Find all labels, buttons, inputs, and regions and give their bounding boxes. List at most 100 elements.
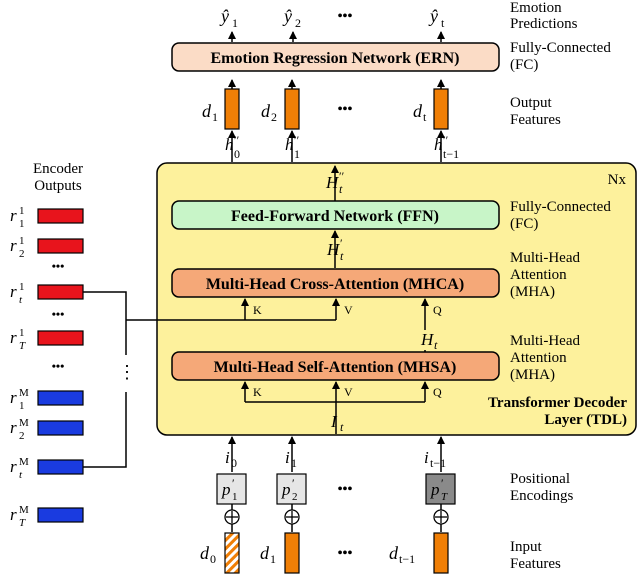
- H-t-prime: H ′ t: [326, 236, 344, 263]
- encoder-outputs-label-line1: Encoder: [33, 161, 83, 177]
- plus-circle-2: [284, 504, 300, 525]
- encoder-feature-bar: [37, 330, 84, 346]
- svg-text:1: 1: [232, 491, 238, 503]
- encoder-dots-1: •••: [52, 259, 65, 273]
- svg-text:′′: ′′: [339, 169, 345, 183]
- output-features-label-line1: Output: [510, 95, 553, 111]
- emotion-predictions-label-line2: Predictions: [510, 16, 578, 32]
- positional-encodings-label-line1: Positional: [510, 471, 570, 487]
- encoder-feature-bar: [37, 507, 84, 523]
- encoder-r-sub: 2: [19, 430, 25, 442]
- svg-text:p: p: [430, 480, 440, 499]
- encoder-feature-bar: [37, 420, 84, 436]
- encoder-r-sup: M: [19, 387, 29, 399]
- svg-text:t−1: t−1: [430, 456, 446, 470]
- svg-text:t: t: [340, 420, 344, 434]
- svg-text:1: 1: [212, 110, 218, 124]
- encoder-feature-bar: [37, 284, 84, 300]
- svg-text:i: i: [285, 448, 290, 467]
- encoder-feature-bar: [37, 238, 84, 254]
- svg-text:ŷ: ŷ: [219, 6, 229, 26]
- svg-text:2: 2: [271, 110, 277, 124]
- encoder-rMt-connector: [83, 392, 127, 468]
- encoder-r-sub: 2: [19, 248, 25, 260]
- output-feature-dots: •••: [338, 102, 353, 117]
- plus-circle-3: [433, 504, 449, 525]
- positional-encodings-label-line2: Encodings: [510, 488, 573, 504]
- output-feature-d2: d 2: [261, 88, 300, 130]
- svg-text:′: ′: [232, 476, 235, 490]
- svg-text:2: 2: [295, 16, 301, 30]
- svg-text:t−1: t−1: [399, 552, 415, 566]
- output-features-label-line2: Features: [510, 112, 561, 128]
- pos-encoding-p2: p ′ 2: [276, 473, 307, 505]
- svg-text:t: t: [339, 182, 343, 196]
- input-features-label-line2: Features: [510, 556, 561, 572]
- svg-text:2: 2: [292, 491, 298, 503]
- ern-side-label-line1: Fully-Connected: [510, 40, 611, 56]
- svg-text:′: ′: [441, 476, 444, 490]
- input-feature-d1: d 1: [260, 532, 300, 574]
- svg-text:0: 0: [231, 456, 237, 470]
- svg-text:t: t: [423, 110, 427, 124]
- tdl-label-line1: Transformer Decoder: [488, 395, 627, 411]
- encoder-r-letter: r: [10, 388, 17, 407]
- input-i0: i 0: [225, 448, 237, 470]
- emotion-predictions-label-line1: Emotion: [510, 0, 562, 16]
- encoder-dots-3: •••: [52, 359, 65, 373]
- encoder-feature-bar: [37, 208, 84, 224]
- svg-text:t: t: [434, 338, 438, 352]
- encoder-r-sup: M: [19, 417, 29, 429]
- svg-text:H: H: [420, 330, 435, 349]
- mhsa-side-label-line1: Multi-Head: [510, 333, 580, 349]
- svg-text:H: H: [326, 240, 341, 259]
- svg-text:d: d: [261, 101, 271, 121]
- encoder-r-letter: r: [10, 418, 17, 437]
- svg-text:0: 0: [210, 552, 216, 566]
- input-i1: i 1: [285, 448, 297, 470]
- ffn-box: [171, 200, 500, 230]
- svg-text:′′: ′′: [294, 133, 300, 147]
- svg-text:h: h: [225, 135, 234, 154]
- encoder-outputs-label-line2: Outputs: [34, 178, 82, 194]
- svg-text:H: H: [325, 173, 340, 192]
- mhca-q-label: Q: [433, 303, 442, 317]
- mhsa-k-label: K: [253, 385, 262, 399]
- svg-text:1: 1: [270, 552, 276, 566]
- encoder-feature-bar: [37, 390, 84, 406]
- tdl-nx-label: Nx: [608, 172, 627, 188]
- mhsa-box: [171, 351, 500, 381]
- svg-text:d: d: [202, 101, 212, 121]
- h-double-prime-1: h ′′ 1: [285, 133, 300, 161]
- svg-text:ŷ: ŷ: [428, 6, 438, 26]
- encoder-r1t-connector: [83, 291, 127, 355]
- svg-text:0: 0: [234, 147, 240, 161]
- encoder-vdots: ⋮: [118, 362, 136, 382]
- svg-text:′: ′: [292, 476, 295, 490]
- encoder-r-sub: 1: [19, 400, 25, 412]
- encoder-r-sub: t: [19, 294, 23, 306]
- svg-text:d: d: [200, 543, 210, 563]
- encoder-r-sub: 1: [19, 218, 25, 230]
- svg-text:h: h: [434, 135, 443, 154]
- mhca-v-label: V: [344, 303, 353, 317]
- h-double-prime-t-minus-1: h ′′ t−1: [434, 133, 459, 161]
- input-feature-dots: •••: [338, 546, 353, 561]
- mhca-side-label-line2: Attention: [510, 267, 567, 283]
- svg-text:d: d: [413, 101, 423, 121]
- svg-text:1: 1: [291, 456, 297, 470]
- input-features-label-line1: Input: [510, 539, 542, 555]
- mhca-box: [171, 268, 500, 298]
- svg-text:d: d: [260, 543, 270, 563]
- ern-side-label-line2: (FC): [510, 57, 538, 73]
- prediction-y1: ŷ 1: [219, 6, 238, 30]
- svg-text:′′: ′′: [443, 133, 449, 147]
- encoder-r-sub: T: [19, 517, 26, 529]
- encoder-dots-2: •••: [52, 307, 65, 321]
- svg-text:t: t: [441, 16, 445, 30]
